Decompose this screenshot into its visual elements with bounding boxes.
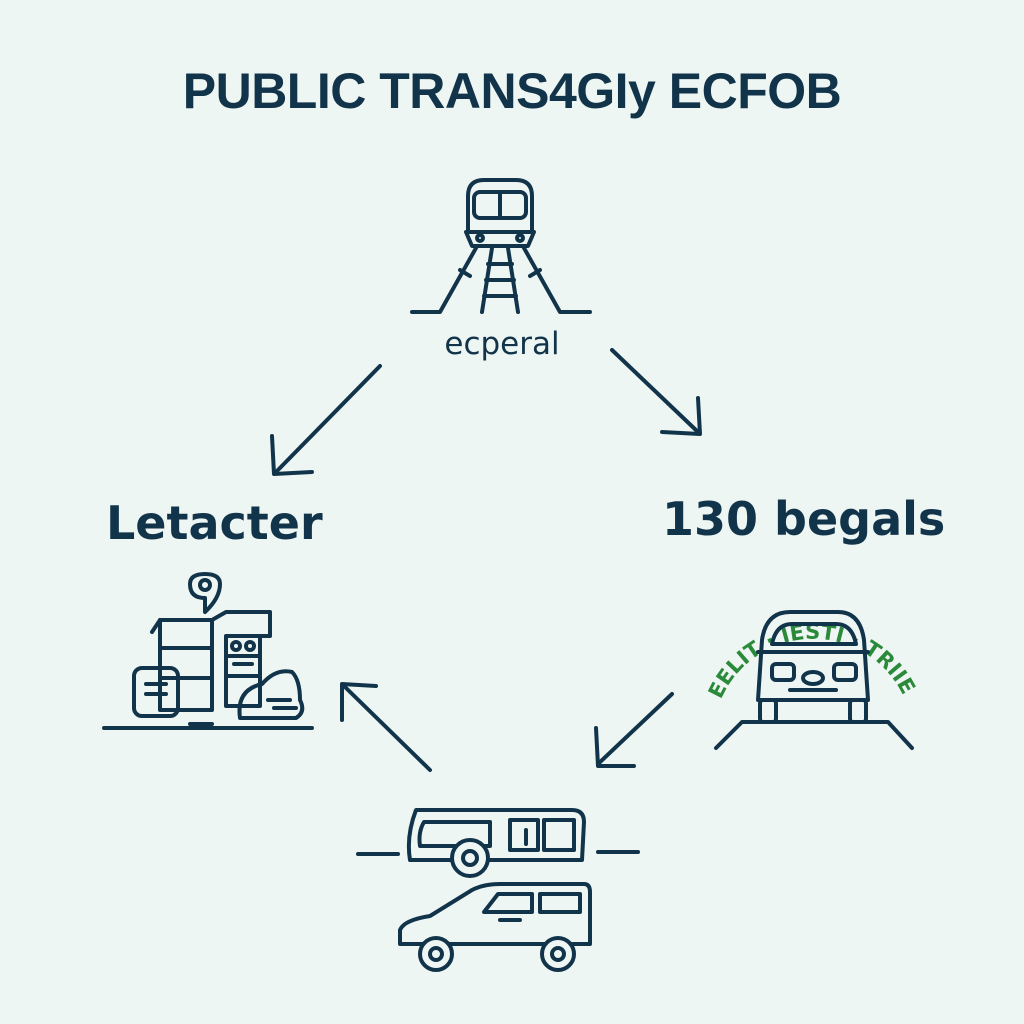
van-icon: TBEELIT · IESTI · TRIIEGN <box>0 0 920 750</box>
arrow-top-to-left <box>270 364 382 476</box>
arrow-bottom-to-left <box>340 682 432 772</box>
arrow-right-to-bottom <box>594 692 674 768</box>
left-node-label: Letacter <box>106 496 323 550</box>
top-node-label: ecperal <box>444 326 560 362</box>
diagram-title: PUBLIC TRANS4GIy ECFOB <box>182 63 842 119</box>
bus-and-car-icon <box>356 808 640 972</box>
right-node-label: 130 begals <box>662 492 946 546</box>
waste-bins-icon <box>102 572 314 730</box>
van-badge-text: TBEELIT · IESTI · TRIIEGN <box>0 0 920 702</box>
train-icon <box>410 178 592 314</box>
arrow-top-to-right <box>610 348 702 436</box>
